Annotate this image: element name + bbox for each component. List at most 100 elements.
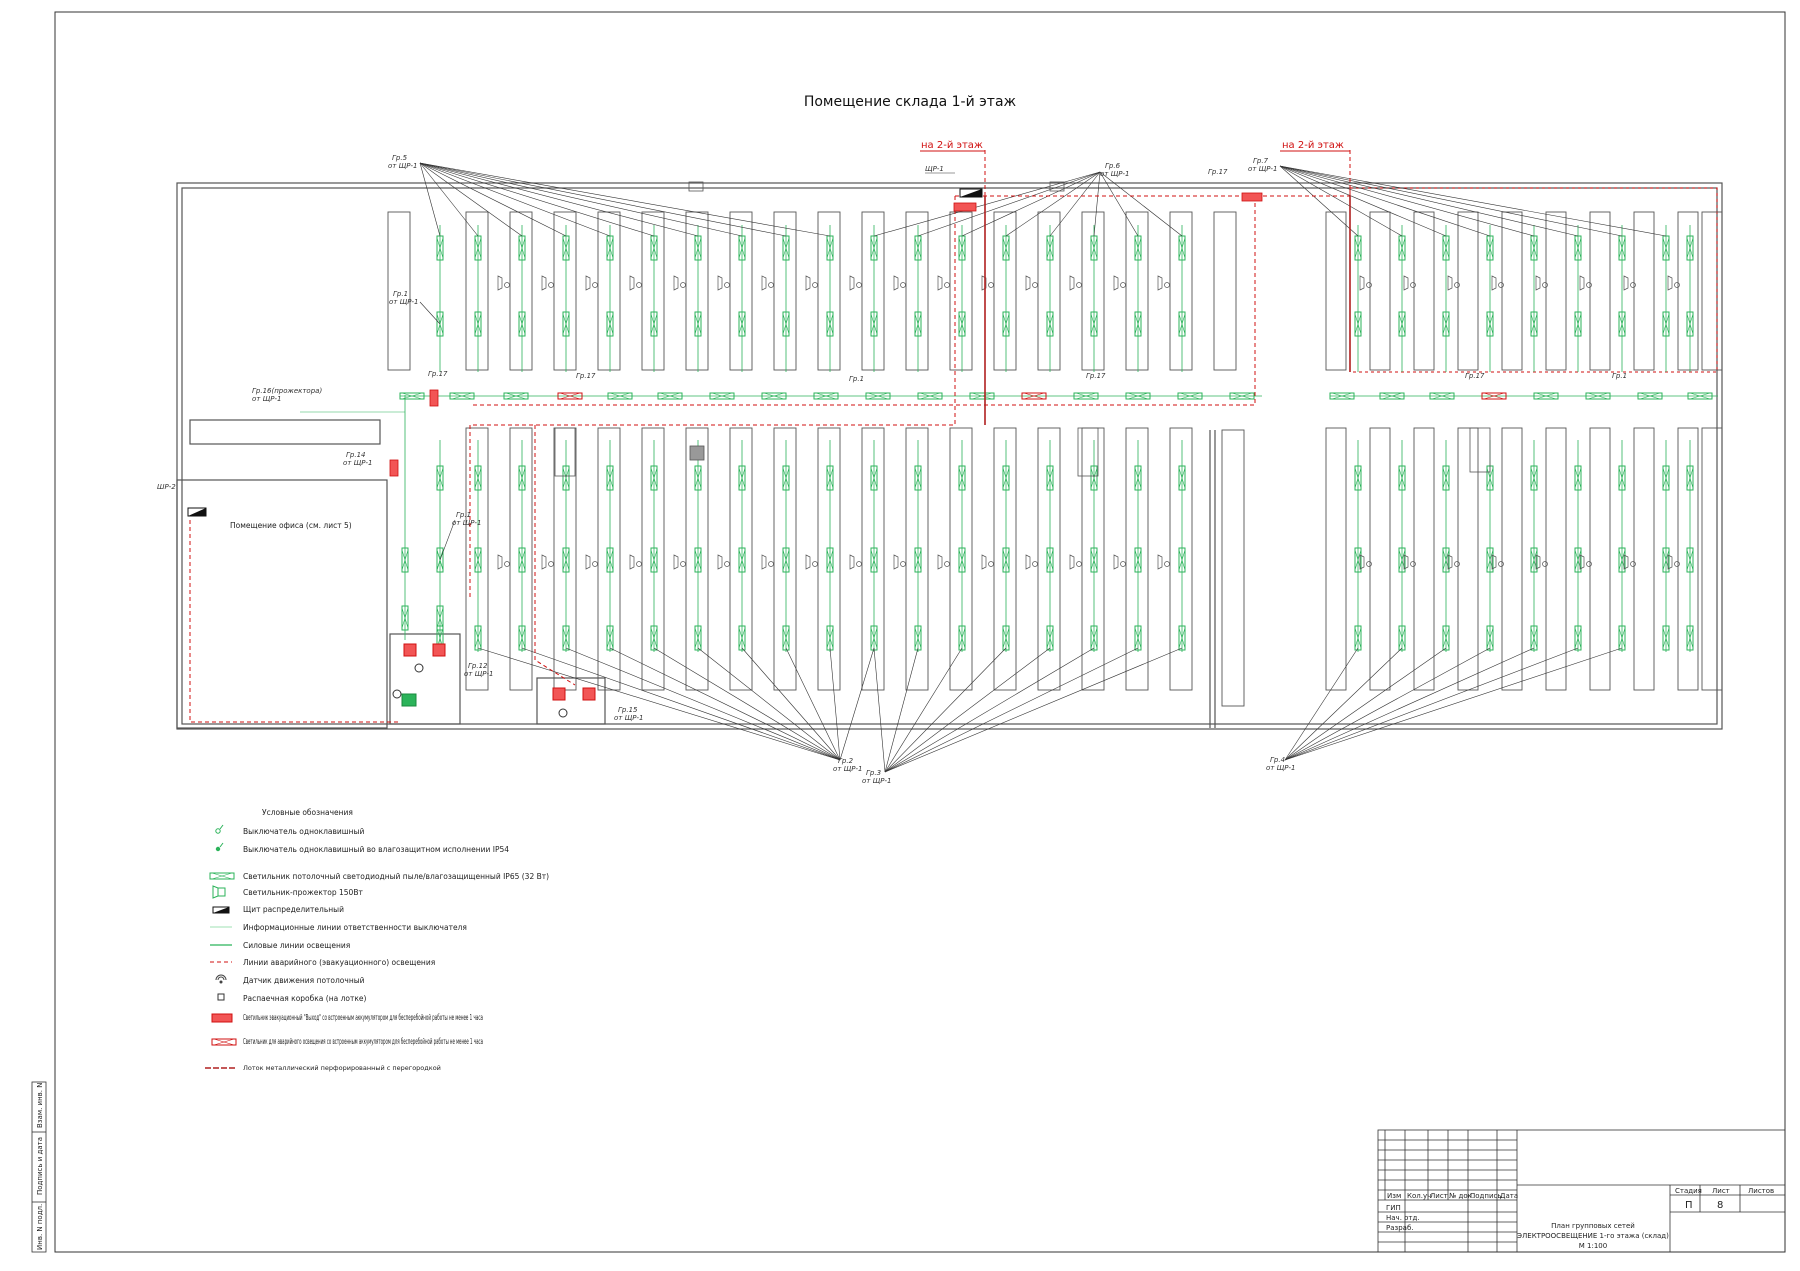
legend-floodlight-icon [212,885,226,899]
floodlight-icon [981,554,994,570]
ceiling-light-icon [1686,311,1694,337]
ceiling-light-icon [1090,625,1098,651]
group-label-5: Гр.5 [392,154,408,162]
leader-line [1279,165,1535,237]
rack [1545,427,1567,691]
leader-line [961,171,1101,237]
ceiling-light-icon [1687,392,1713,400]
floodlight-icon [717,275,730,291]
group-label-4-from: от ЩР-1 [1266,764,1295,772]
group-label-17c: Гр.17 [576,372,596,380]
leader-line [419,162,787,237]
ceiling-light-icon [870,465,878,491]
panel-shr1: ЩР-1 [925,165,983,198]
legend-item-3: Светильник-прожектор 150Вт [243,888,363,897]
ceiling-light-icon [1046,311,1054,337]
rack [465,211,489,371]
ceiling-light-icon [562,625,570,651]
floodlight-icon [893,554,906,570]
upstairs-label-1: на 2-й этаж [921,140,983,151]
floodlight-icon [673,275,686,291]
rack [1125,427,1149,691]
ceiling-light-icon [694,311,702,337]
floodlight-icon [1623,275,1636,291]
group-label-17d: Гр.17 [1086,372,1106,380]
rack [1169,211,1193,371]
ceiling-light-icon [1354,465,1362,491]
svg-text:Стадия: Стадия [1675,1187,1702,1195]
ceiling-light-icon [694,625,702,651]
stage-value: П [1685,1200,1693,1211]
rack [1589,427,1611,691]
group-label-7-from: от ЩР-1 [1248,165,1277,173]
rack [993,211,1017,371]
floodlight-icon [1579,275,1592,291]
ceiling-light-icon [562,311,570,337]
ceiling-light-icon [518,625,526,651]
leader-line [1279,165,1579,237]
group-label-6-from: от ЩР-1 [1100,170,1129,178]
rack [641,211,665,371]
rack [387,211,411,371]
ceiling-light-icon [606,625,614,651]
floodlight-icon [937,554,950,570]
ceiling-light-icon [1585,392,1611,400]
rack [597,427,621,691]
ceiling-light-icon [1178,465,1186,491]
desc-line-3: М 1:100 [1579,1242,1607,1250]
legend-switch-icon [215,824,224,834]
rack [509,211,533,371]
group-label-7: Гр.7 [1253,157,1269,165]
rack [905,211,929,371]
ceiling-light-icon [826,465,834,491]
desc-line-2: ЭЛЕКТРООСВЕЩЕНИЕ 1-го этажа (склад) [1517,1232,1669,1240]
floodlight-icon [1535,275,1548,291]
rack [905,427,929,691]
leader-line [1284,647,1447,761]
group-labels: Гр.5 от ЩР-1 Гр.6 от ЩР-1 Гр.17 Гр.7 от … [252,154,1627,785]
rack [1037,427,1061,691]
exit-signs [389,192,1263,477]
ceiling-light-icon [1178,625,1186,651]
leader-line [419,162,441,237]
ceiling-light-icon [1354,311,1362,337]
floodlight-icon [849,554,862,570]
ceiling-light-icon [1178,311,1186,337]
ceiling-light-icon [1574,311,1582,337]
leader-line [439,519,456,561]
floodlight-icon [1113,554,1126,570]
ceiling-light-icon [1442,311,1450,337]
group-label-14: Гр.14 [346,451,365,459]
leader-line [1284,647,1359,761]
ceiling-light-icon [650,311,658,337]
floodlight-icon [1579,554,1592,570]
emergency-lines [189,150,1351,723]
group-label-1d-from: от ЩР-1 [452,519,481,527]
ceiling-light-icon [1442,625,1450,651]
rack [949,427,973,691]
leader-line [1284,647,1623,761]
ceiling-light-icon [1486,311,1494,337]
ceiling-light-icon [1090,547,1098,573]
stairs [554,181,1491,477]
rack [1369,211,1391,371]
floodlight-icon [1623,554,1636,570]
legend-exit-sign-icon [211,1013,233,1023]
floodlight-icon [1157,554,1170,570]
rack [729,211,753,371]
leader-line [829,647,841,761]
ceiling-light-icon [1686,465,1694,491]
ceiling-light-icon [1662,625,1670,651]
group-label-3-from: от ЩР-1 [862,777,891,785]
ceiling-light-icon [1533,392,1559,400]
ceiling-light-icon [1090,465,1098,491]
leader-line [1279,165,1359,237]
floodlight-icon [1025,275,1038,291]
rack [1633,211,1655,371]
ceiling-light-icon [738,625,746,651]
floodlight-icon [585,275,598,291]
legend-fixture-icon [209,872,235,880]
floodlight-icon [893,275,906,291]
leader-line [1279,165,1667,237]
